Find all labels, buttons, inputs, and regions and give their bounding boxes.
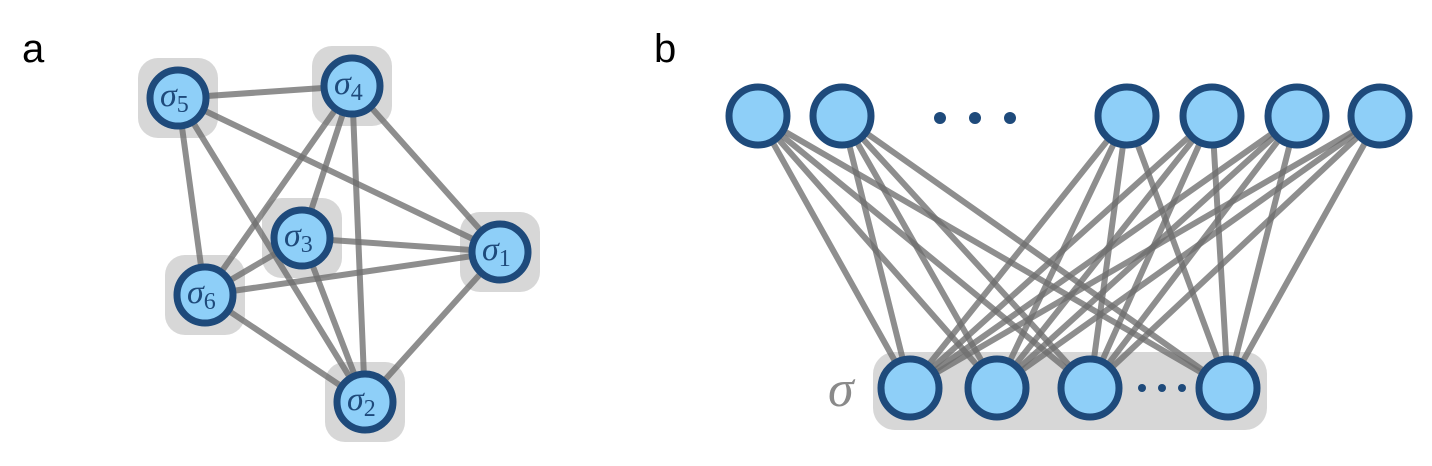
- bottom-node-3: [1057, 355, 1123, 421]
- top-ellipsis-dot-3: [1004, 112, 1016, 124]
- node-circle-s1: [468, 220, 532, 284]
- panel-b-nodes: [725, 83, 1413, 421]
- bottom-node-2: [964, 355, 1030, 421]
- top-ellipsis: [934, 112, 1016, 124]
- bottom-ellipsis-dot-1: [1138, 384, 1146, 392]
- edge-s6-s2: [202, 292, 368, 405]
- node-subscript-s5: 5: [177, 92, 189, 118]
- edge-top6-bottom3: [1087, 113, 1383, 391]
- node-circle-s4: [320, 54, 384, 118]
- edge-top2-bottom1: [839, 113, 913, 391]
- edge-s4-s1: [349, 83, 503, 255]
- edge-top3-bottom4: [1124, 113, 1231, 391]
- node-circle-s6: [173, 263, 237, 327]
- top-node-5: [1264, 83, 1330, 149]
- edge-top6-bottom4: [1225, 113, 1383, 391]
- edge-top1-bottom1: [755, 113, 913, 391]
- edge-s4-s6: [202, 83, 355, 298]
- node-subscript-s6: 6: [204, 289, 216, 315]
- node-s2: σ2: [333, 370, 397, 434]
- panel-b-edges: [755, 113, 1383, 391]
- top-node-1: [725, 83, 791, 149]
- bottom-ellipsis-dot-3: [1178, 384, 1186, 392]
- node-subscript-s3: 3: [301, 232, 313, 258]
- visible-layer-sigma-label: σ: [828, 361, 856, 418]
- top-node-4: [1179, 83, 1245, 149]
- edge-s6-s1: [202, 249, 503, 298]
- node-circle-s5: [146, 66, 210, 130]
- edge-top5-bottom1: [907, 113, 1300, 391]
- edge-top4-bottom4: [1209, 113, 1231, 391]
- node-s4: σ4: [320, 54, 384, 118]
- edge-s5-s6: [175, 95, 208, 298]
- bottom-ellipsis-dot-2: [1158, 384, 1166, 392]
- edge-s3-s1: [299, 235, 503, 255]
- edge-top3-bottom1: [907, 113, 1130, 391]
- node-s1: σ1: [468, 220, 532, 284]
- panel-label-b: b: [654, 27, 676, 71]
- node-s3: σ3: [270, 206, 334, 270]
- top-ellipsis-dot-2: [969, 112, 981, 124]
- node-label-s6: σ6: [187, 274, 216, 315]
- bottom-node-4: [1195, 355, 1261, 421]
- edge-top1-bottom4: [755, 113, 1231, 391]
- edge-s5-s1: [175, 95, 503, 255]
- top-node-6: [1347, 83, 1413, 149]
- panel-label-a: a: [22, 27, 45, 71]
- node-circle-s3: [270, 206, 334, 270]
- edge-s1-s2: [362, 249, 503, 405]
- edge-top6-bottom1: [907, 113, 1383, 391]
- node-subscript-s1: 1: [499, 246, 511, 272]
- edge-top2-bottom4: [839, 113, 1231, 391]
- node-subscript-s2: 2: [364, 396, 376, 422]
- node-subscript-s4: 4: [351, 80, 363, 106]
- top-node-3: [1094, 83, 1160, 149]
- panel-a-nodes: σ1 σ2 σ3 σ4 σ5 σ6: [146, 54, 532, 434]
- top-ellipsis-dot-1: [934, 112, 946, 124]
- bottom-ellipsis: [1138, 384, 1186, 392]
- edge-s5-s2: [175, 95, 368, 405]
- panel-b-bipartite-graph: σ: [725, 83, 1413, 430]
- bottom-node-1: [877, 355, 943, 421]
- node-circle-s2: [333, 370, 397, 434]
- top-node-2: [809, 83, 875, 149]
- edge-top6-bottom2: [994, 113, 1383, 391]
- edge-top4-bottom1: [907, 113, 1215, 391]
- edge-top5-bottom4: [1225, 113, 1300, 391]
- edge-top2-bottom2: [839, 113, 1000, 391]
- panel-a-fully-connected-graph: σ1 σ2 σ3 σ4 σ5 σ6: [138, 46, 540, 442]
- node-s6: σ6: [173, 263, 237, 327]
- node-s5: σ5: [146, 66, 210, 130]
